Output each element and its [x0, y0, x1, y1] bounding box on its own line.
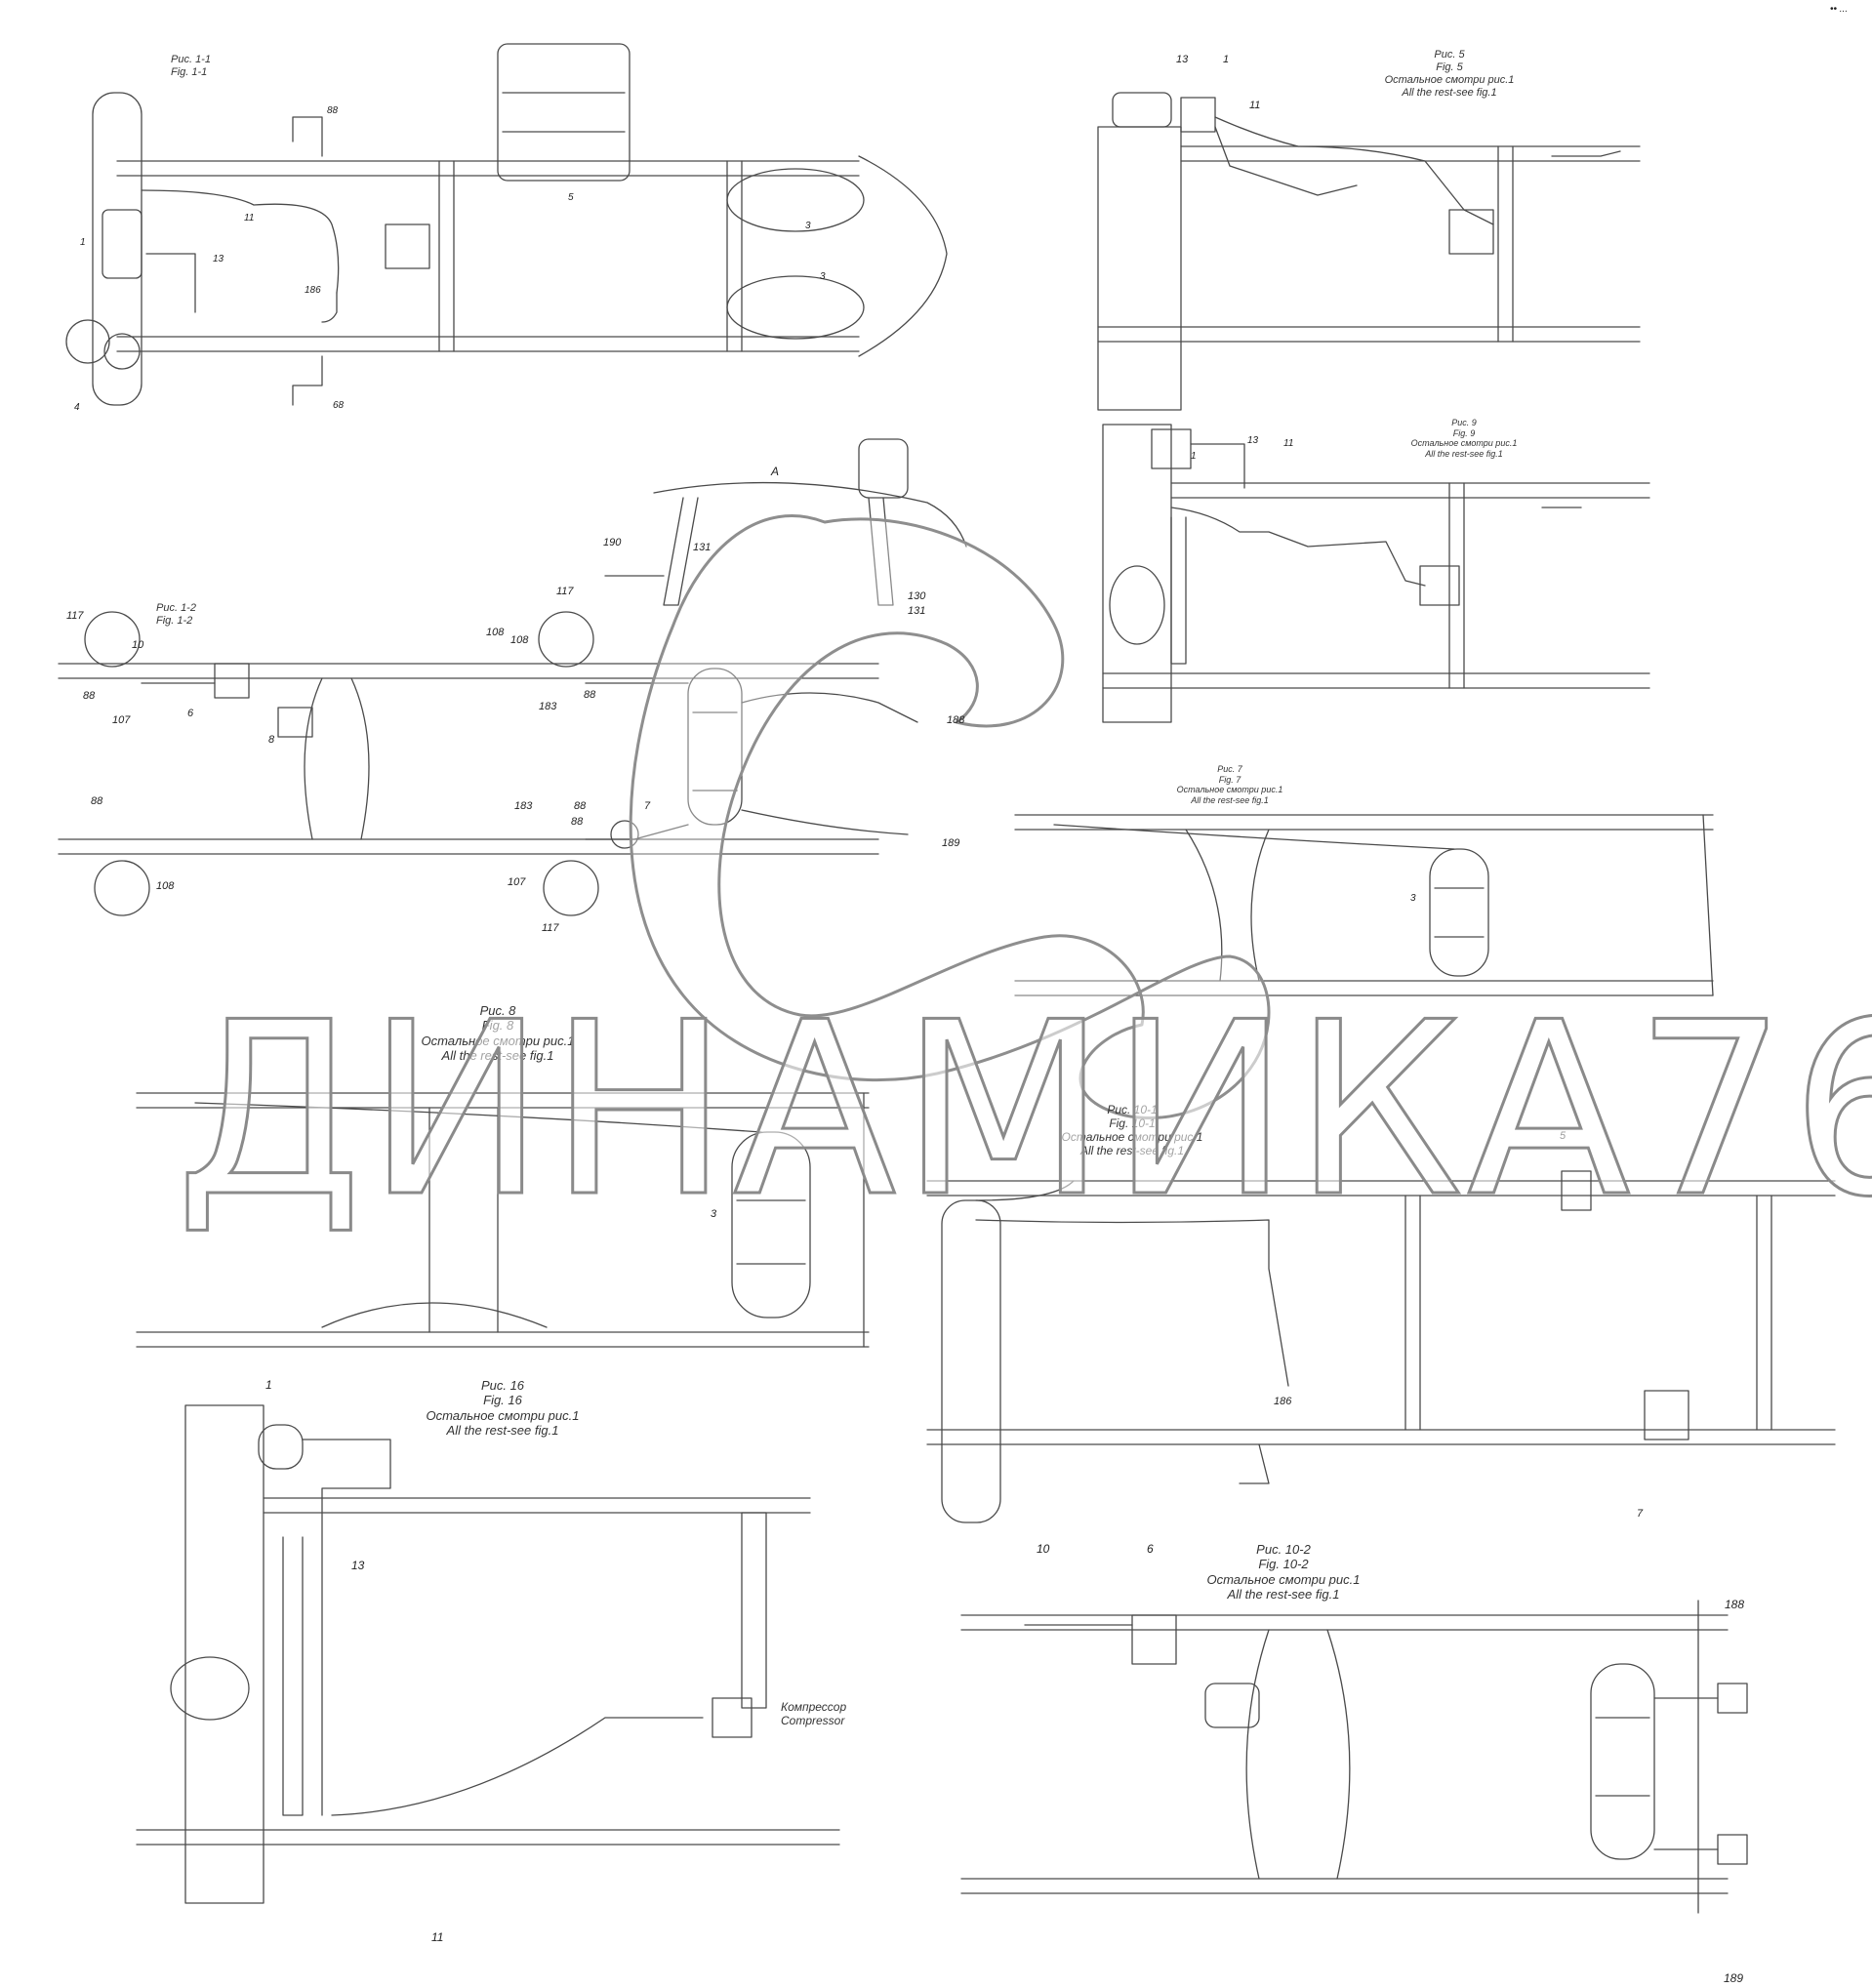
- watermark-text: ДИНАМИКА76: [174, 971, 1872, 1249]
- callout: 188: [947, 714, 965, 726]
- fig5-drawing: [1097, 92, 1641, 411]
- callout: 186: [1274, 1396, 1292, 1407]
- callout: 7: [1637, 1508, 1644, 1520]
- callout: 88: [83, 690, 96, 702]
- view-a-drawing: [604, 438, 967, 606]
- callout: 13: [213, 254, 224, 264]
- callout: 1: [1191, 451, 1197, 462]
- callout: 117: [66, 610, 84, 622]
- callout: 3: [1410, 893, 1416, 904]
- callout: 130: [908, 590, 926, 602]
- callout: 1: [80, 237, 86, 248]
- watermark-logo-icon: [629, 514, 1271, 1119]
- callout: 189: [1724, 1971, 1744, 1985]
- callout: 131: [693, 542, 712, 553]
- fig1-2-drawing: [58, 611, 918, 916]
- callout: 117: [542, 922, 559, 934]
- callout: 107: [112, 714, 131, 726]
- callout: 183: [514, 800, 533, 812]
- fig1-1-drawing: [65, 43, 948, 406]
- callout: 11: [244, 213, 255, 223]
- callout: 13: [1176, 54, 1189, 65]
- callout: 10: [1037, 1542, 1050, 1556]
- callout: 13: [1247, 435, 1259, 446]
- callout: 4: [74, 402, 80, 413]
- callout: 10: [132, 639, 144, 651]
- callout: 131: [908, 605, 926, 617]
- callout: 3: [711, 1208, 717, 1220]
- callout: 190: [603, 537, 622, 548]
- callout: 7: [644, 800, 651, 812]
- callout: 88: [571, 816, 584, 828]
- callout: 107: [508, 876, 526, 888]
- callout: 108: [510, 634, 529, 646]
- callout: 13: [351, 1559, 365, 1572]
- callout: 6: [187, 708, 194, 719]
- fig16-drawing: [136, 1404, 840, 1904]
- callout: 6: [1147, 1542, 1154, 1556]
- callout: 11: [1249, 100, 1261, 111]
- top-right-mark: •• ...: [1830, 4, 1849, 15]
- callout: 5: [1560, 1130, 1567, 1142]
- callout: 1: [265, 1378, 272, 1392]
- callout: 88: [91, 795, 103, 807]
- callout: 183: [539, 701, 557, 712]
- callout: 108: [486, 627, 505, 638]
- callout: 88: [584, 689, 596, 701]
- fig10-1-drawing: [926, 1170, 1836, 1523]
- callout: 11: [1283, 438, 1294, 449]
- callout: 1: [1223, 54, 1230, 65]
- callout: 88: [574, 800, 587, 812]
- callout: 117: [556, 586, 574, 597]
- callout: 11: [431, 1930, 444, 1944]
- callout: 3: [820, 271, 826, 282]
- view-a-label: A: [771, 465, 780, 478]
- callout: 88: [327, 105, 339, 116]
- callout: 3: [805, 221, 811, 231]
- fig8-drawing: [136, 1092, 870, 1348]
- fig9-drawing: [1102, 424, 1650, 723]
- callout: 108: [156, 880, 175, 892]
- callout: 5: [568, 192, 574, 203]
- callout: 186: [305, 285, 321, 296]
- callout: 188: [1725, 1598, 1745, 1611]
- callout: 8: [268, 734, 275, 746]
- callout: 68: [333, 400, 345, 411]
- callout: 189: [942, 837, 960, 849]
- fig10-2-drawing: [960, 1600, 1748, 1914]
